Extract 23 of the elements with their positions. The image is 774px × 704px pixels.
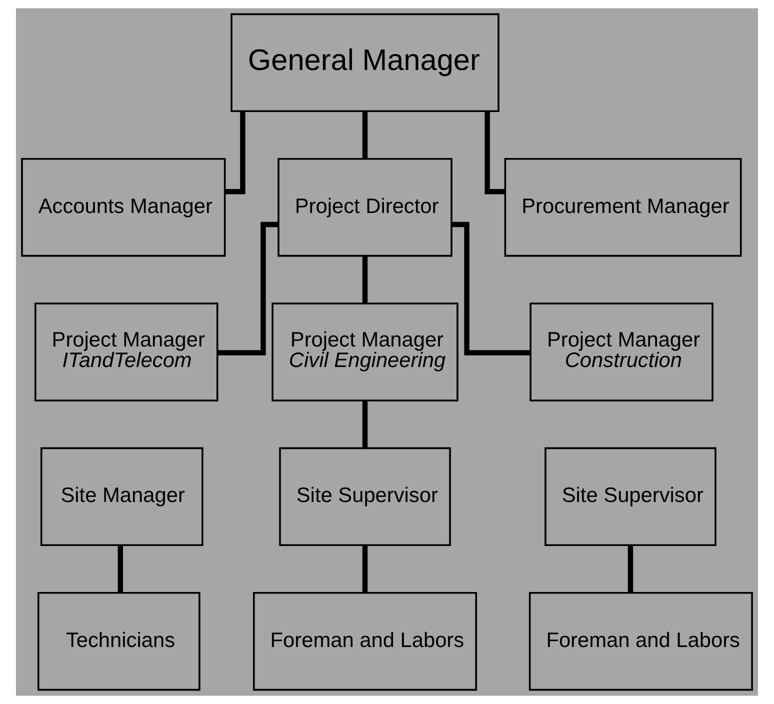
connector [225, 111, 246, 194]
connector [362, 400, 368, 448]
connector [362, 545, 368, 593]
connector [118, 545, 123, 593]
node-box: Project Manager ITandTelecom [34, 302, 218, 402]
connector [362, 111, 368, 159]
node-box: Project Manager Construction [530, 302, 714, 402]
node-box: Foreman and Labors [528, 592, 753, 691]
connector [218, 222, 278, 356]
connector [628, 545, 634, 593]
node-box: Site Supervisor [544, 447, 716, 546]
node-box: Site Manager [40, 447, 204, 546]
connector [452, 222, 530, 356]
connector [484, 111, 506, 194]
node-box: Accounts Manager [21, 158, 226, 257]
node-box: Foreman and Labors [252, 592, 477, 691]
node-box: Site Supervisor [279, 447, 451, 546]
node-box: Technicians [37, 592, 200, 691]
node-box: General Manager [230, 13, 500, 112]
connector [362, 256, 368, 304]
node-box: Project Manager Civil Engineering [272, 302, 458, 402]
node-box: Procurement Manager [504, 158, 742, 257]
node-box: Project Director [278, 158, 452, 257]
